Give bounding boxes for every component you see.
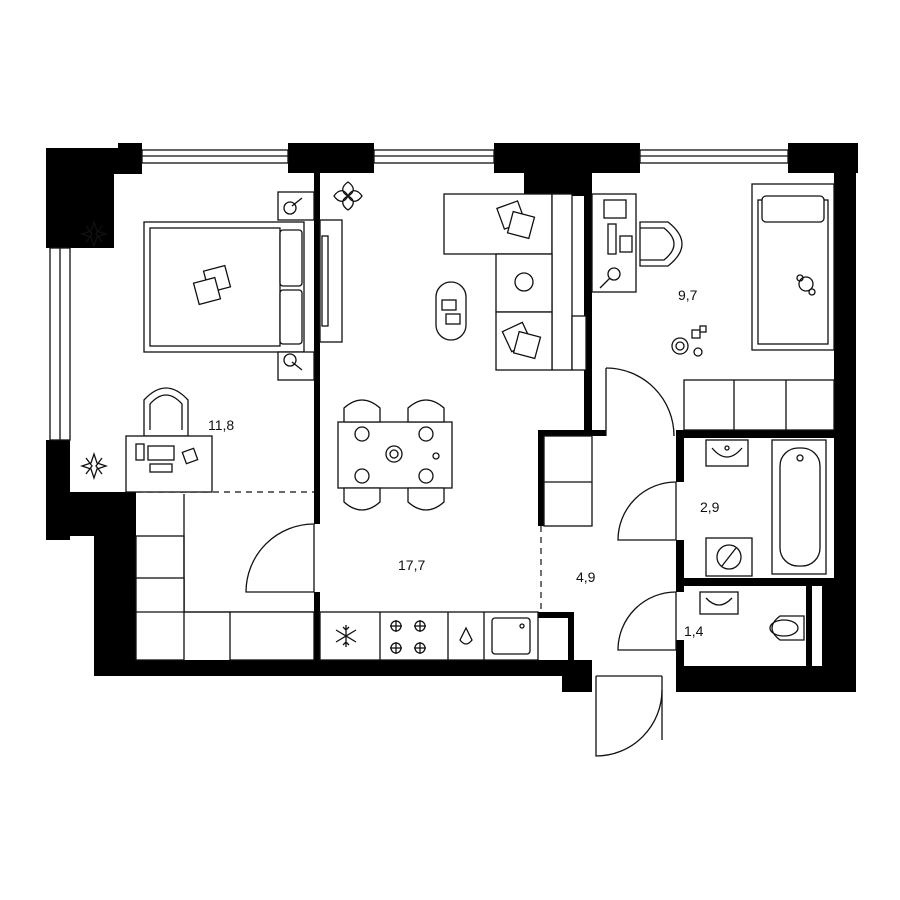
bedroom-furniture (79, 191, 315, 493)
toilet-icon (769, 615, 805, 641)
door-swing-icon (617, 481, 677, 541)
chair-icon (639, 221, 683, 267)
interior-walls (314, 170, 840, 670)
exterior-walls (46, 143, 858, 692)
living-furniture (319, 181, 587, 661)
second-room-furniture (591, 183, 835, 431)
bed-icon (143, 221, 305, 353)
toilet-fixtures (699, 591, 805, 641)
washing-machine-icon (705, 537, 753, 577)
door-swing-icon (595, 675, 663, 757)
door-swing-icon (617, 591, 677, 651)
windows (49, 149, 789, 441)
bathtub-icon (771, 439, 827, 575)
hallway-furniture (543, 435, 593, 527)
bathroom-fixtures (705, 439, 827, 577)
nightstand (277, 191, 315, 381)
area-label-bathroom: 2,9 (700, 499, 720, 515)
chair-icon (143, 387, 189, 437)
dining-table-icon (337, 399, 453, 511)
sink-icon (699, 591, 739, 615)
area-label-hallway: 4,9 (576, 569, 596, 585)
area-label-second-room: 9,7 (678, 287, 698, 303)
sofa-icon (443, 193, 587, 371)
door-swing-icon (605, 367, 675, 437)
stove-icon (390, 620, 426, 654)
bed-icon (751, 183, 835, 351)
area-label-living-kitchen: 17,7 (398, 557, 425, 573)
sink-icon (459, 617, 531, 655)
area-label-toilet: 1,4 (684, 623, 704, 639)
wardrobe (135, 494, 315, 661)
plant-icon (333, 181, 363, 211)
plant-icon (79, 451, 109, 481)
desk-icon (591, 193, 637, 293)
freezer-icon (335, 625, 357, 647)
plant-icon (79, 219, 109, 249)
door-swing-icon (245, 523, 315, 593)
sink-icon (705, 439, 749, 467)
area-label-bedroom: 11,8 (208, 417, 234, 433)
toy-icon (671, 325, 707, 357)
desk-icon (125, 435, 213, 493)
